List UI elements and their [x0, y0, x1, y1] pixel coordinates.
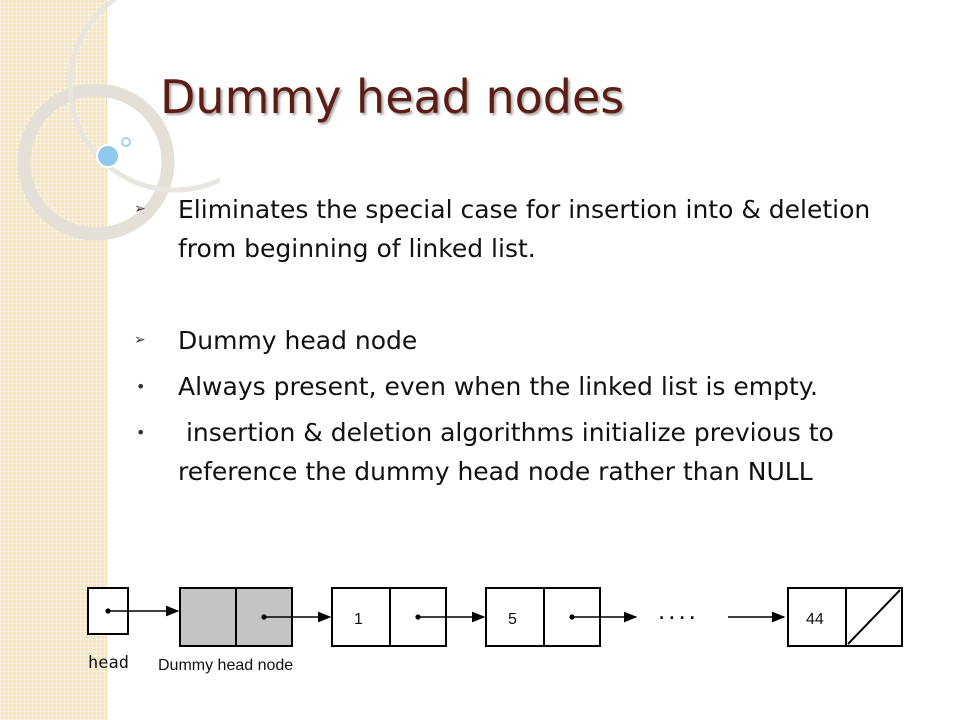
bullet-item-4: • insertion & deletion algorithms initia… [130, 413, 930, 491]
ellipsis: .... [658, 595, 699, 625]
bullet-text: Always present, even when the linked lis… [178, 372, 818, 401]
null-slash-icon [847, 589, 901, 645]
large-ring [17, 83, 175, 240]
outer-ring [67, 0, 220, 193]
node-value: 1 [354, 611, 363, 628]
dot-bullet-icon: • [136, 377, 146, 396]
dot-bullet-icon: • [136, 423, 146, 442]
node-value: 44 [806, 611, 824, 628]
bullet-item-2: ➢ Dummy head node [130, 321, 930, 360]
node-data-cell [331, 587, 391, 647]
bullet-item-3: • Always present, even when the linked l… [130, 367, 930, 406]
dummy-node-data-cell [179, 587, 237, 647]
small-bubble [121, 137, 131, 147]
arrow-bullet-icon: ➢ [134, 201, 146, 217]
node-value: 5 [508, 611, 517, 628]
bullet-text: Dummy head node [178, 326, 418, 355]
bullet-list: ➢ Eliminates the special case for insert… [130, 190, 930, 491]
linked-list-diagram: head Dummy head node 1 5 .... 44 [87, 587, 903, 674]
decorative-rings [17, 0, 220, 240]
blue-bubble [96, 144, 120, 168]
slide-title: Dummy head nodes [160, 70, 625, 124]
bullet-text: insertion & deletion algorithms initiali… [178, 418, 842, 486]
pointer-dot [261, 614, 267, 620]
head-label: head [88, 653, 129, 673]
node-data-cell [787, 587, 847, 647]
bullet-item-1: ➢ Eliminates the special case for insert… [130, 190, 930, 268]
arrow-bullet-icon: ➢ [134, 332, 146, 348]
dummy-node-label: Dummy head node [158, 657, 293, 674]
bullet-text: Eliminates the special case for insertio… [178, 195, 871, 263]
decorative-sidebar [0, 0, 107, 720]
node-data-cell [485, 587, 545, 647]
